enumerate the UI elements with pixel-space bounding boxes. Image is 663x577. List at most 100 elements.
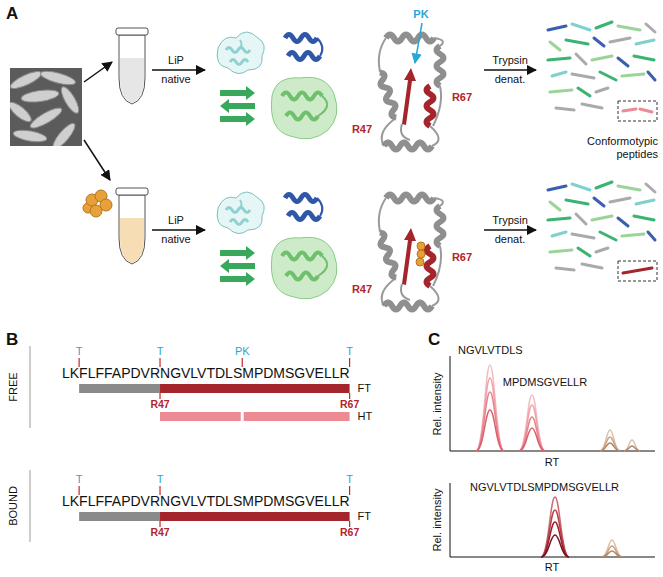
cut-site-label: T [157,345,164,358]
bound-ligand [416,258,424,266]
residue-label: R47 [352,283,372,296]
step-label: denat. [495,73,526,86]
sem-image [6,68,82,151]
sem-image [10,68,44,91]
chromatogram-peaks [602,540,622,557]
bound-ligand [416,242,425,266]
axis-label: RT [545,561,559,574]
cut-site-label: T [76,345,83,358]
flow-arrow [484,229,536,231]
peptide-bars [160,384,350,393]
sem-image [10,68,82,146]
flow-arrow [84,140,110,180]
cut-site-label: T [76,473,83,486]
axis-label: RT [545,456,559,469]
peptide-bars [160,512,350,521]
half-tryptic-peptide [640,109,652,112]
protease-label: PK [413,8,428,21]
chromatogram-peaks [624,446,640,451]
sem-image [12,128,47,144]
chromatogram-peaks [600,430,620,451]
step-label: Trypsin [492,214,528,227]
residue-label: R67 [340,526,359,539]
protein-structures [217,32,337,139]
peak-label: NGVLVTDLS [458,344,523,357]
peptide-bars [160,412,241,421]
chart-axes [450,356,655,557]
peptide-bars [244,412,350,421]
flow-arrow [152,229,205,231]
panel-label: A [6,4,18,24]
chart-axes [450,356,451,451]
state-label: FREE [7,372,20,401]
state-bracket [30,470,31,542]
peptide-sequence: LKFLFFAPDVRNGVLVTDLSMPDMSGVELLR [62,365,350,382]
sample-tube [120,218,144,263]
step-label: LiP [168,214,184,227]
sem-image [50,121,78,146]
cut-site-label: PK [235,345,250,358]
peptide-fragments [548,182,655,270]
chromatogram-peaks [624,440,640,451]
sample-tube [116,28,148,104]
protease-arrow [415,23,422,63]
step-label: denat. [495,233,526,246]
target-protein [377,35,444,150]
sem-image [39,69,76,88]
chromatogram-peaks [541,510,569,557]
axis-label: Rel. intensity [431,373,444,436]
fragment-label: FT [358,510,371,523]
flow-arrow [152,69,205,71]
step-label: LiP [168,54,184,67]
chromatogram-peaks [519,417,545,451]
half-tryptic-peptide [623,109,636,111]
residue-label: R67 [452,91,472,104]
chromatogram-peaks [519,428,545,451]
sample-tube [116,28,148,35]
peptide-bars [79,384,160,393]
sem-image [10,99,34,125]
sample-tube [119,195,145,264]
state-bracket [30,346,31,428]
chromatogram-peaks [476,410,504,451]
residue-label: R47 [150,398,169,411]
chromatogram-peaks [519,405,545,451]
panel-label: C [428,330,440,350]
chromatogram-peaks [476,378,504,451]
peak-label: NGVLVTDLSMPDMSGVELLR [470,481,619,494]
sample-tube [119,35,145,104]
peptide-bars [79,512,160,521]
flow-arrow [484,69,536,71]
highlight-box [618,261,657,281]
chromatogram-peaks [600,443,620,451]
highlight-box [618,101,657,121]
bound-ligand [417,250,425,258]
full-tryptic-peptide [623,268,652,273]
chromatogram-peaks [476,365,640,557]
flow-arrow [84,62,112,82]
peptide-fragments [548,22,655,110]
cut-site-label: T [157,473,164,486]
fragment-label: FT [358,382,371,395]
small-molecule [90,205,102,217]
bound-ligand [417,242,425,250]
chart-axes [450,557,655,558]
annotation: Conformotypic peptides [568,135,658,161]
small-molecule [83,190,112,217]
fragment-label: HT [358,410,373,423]
peak-label: MPDMSGVELLR [503,376,587,389]
chromatogram-peaks [476,365,504,451]
panel-label: B [6,330,18,350]
chart-axes [450,483,451,557]
cut-site-label: T [346,473,353,486]
chromatogram-peaks [519,395,545,451]
chromatogram-peaks [602,551,622,557]
protein-structures [217,192,337,299]
peptide-sequence: LKFLFFAPDVRNGVLVTDLSMPDMSGVELLR [62,493,350,510]
sample-tube [116,188,148,195]
chromatogram-peaks [602,546,622,557]
residue-label: R47 [352,123,372,136]
chromatogram-peaks [541,522,569,557]
residue-label: R67 [452,251,472,264]
sem-image [28,105,64,132]
